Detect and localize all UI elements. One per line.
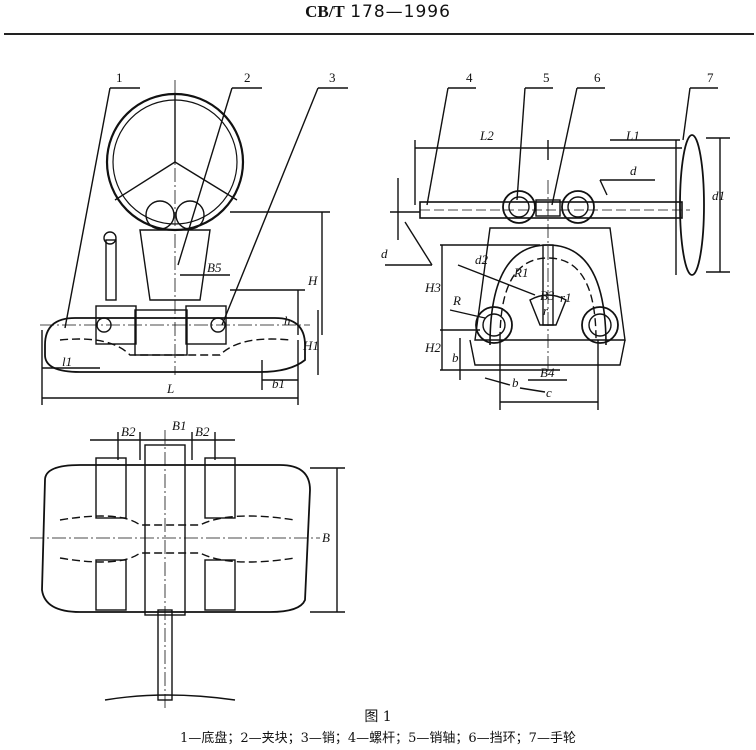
dim-b1: b1: [272, 376, 285, 391]
callout-5: 5: [543, 70, 550, 85]
callout-3: 3: [329, 70, 336, 85]
dim-B2-right: B2: [195, 424, 210, 439]
callout-1: 1: [116, 70, 123, 85]
standard-number: 178—1996: [350, 2, 451, 22]
dim-h: h: [284, 313, 291, 328]
page-header: CB/T 178—1996: [0, 2, 756, 22]
dim-H: H: [307, 273, 318, 288]
dim-d-top: d: [630, 163, 637, 178]
callout-7: 7: [707, 70, 714, 85]
dim-B5: B5: [207, 260, 222, 275]
callout-6: 6: [594, 70, 601, 85]
dim-d1: d1: [712, 188, 725, 203]
header-rule: [4, 33, 754, 35]
dim-B4: B4: [540, 365, 555, 380]
front-view-labels: 1 2 3 B5 H h H1 l1 L b1: [62, 70, 336, 396]
figure-title: 图 1: [364, 709, 392, 725]
front-view: [40, 80, 348, 405]
dim-c: c: [546, 385, 552, 400]
dim-L2: L2: [479, 128, 494, 143]
dim-d-left: d: [381, 246, 388, 261]
dim-d2: d2: [475, 252, 489, 267]
dim-B3: B3: [540, 288, 555, 303]
dim-B: B: [322, 530, 330, 545]
dim-B1: B1: [172, 418, 186, 433]
dim-R1: R1: [513, 265, 528, 280]
dim-l1: l1: [62, 354, 72, 369]
dim-L1: L1: [625, 128, 640, 143]
standard-prefix: CB/T: [305, 2, 345, 21]
dim-H3: H3: [424, 280, 441, 295]
dim-H2: H2: [424, 340, 441, 355]
dim-B2-left: B2: [121, 424, 136, 439]
callout-2: 2: [244, 70, 251, 85]
dim-r: r: [543, 303, 549, 318]
side-view-labels: 4 5 6 7 L2 L1 d d1 d d2 R1 H3 R B3 r1 r …: [381, 70, 725, 400]
dim-L: L: [166, 381, 174, 396]
dim-R: R: [452, 293, 461, 308]
dim-H1: H1: [302, 338, 319, 353]
dim-b-bottom: b: [512, 375, 519, 390]
plan-view: [30, 430, 345, 710]
figure-caption: 1—底盘；2—夹块；3—销；4—螺杆；5—销轴；6—挡环；7—手轮: [180, 731, 576, 746]
dim-b-left: b: [452, 350, 459, 365]
side-view: [385, 87, 730, 410]
callout-4: 4: [466, 70, 473, 85]
plan-view-labels: B2 B1 B2 B: [121, 418, 330, 545]
dim-r1: r1: [560, 290, 572, 305]
